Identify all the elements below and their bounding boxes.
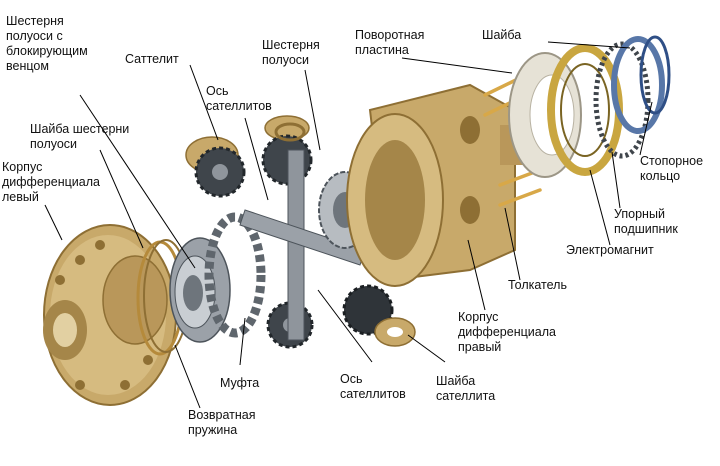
- label-washer: Шайба: [482, 28, 522, 42]
- label-thrust-bearing: Упорный подшипник: [614, 207, 678, 236]
- axle-gear-with-locking-crown: [169, 237, 231, 343]
- leader-lines: [44, 41, 653, 409]
- label-rotary-plate: Поворотная пластина: [355, 28, 425, 57]
- label-differential-case-left: Корпус дифференциала левый: [2, 160, 100, 204]
- label-return-spring: Возвратная пружина: [188, 408, 256, 437]
- axle-gear-washer: [274, 122, 306, 142]
- label-satellite-axle-top: Ось сателлитов: [206, 84, 272, 113]
- thrust-bearing: [593, 41, 651, 159]
- label-satellite-washer: Шайба сателлита: [436, 374, 496, 403]
- label-satellite-axle-bottom: Ось сателлитов: [340, 372, 406, 401]
- washer-and-retaining-ring: [611, 35, 671, 134]
- label-axle-gear-washer: Шайба шестерни полуоси: [30, 122, 130, 151]
- satellite-gear-bottom-right: [342, 284, 416, 347]
- label-satellite: Саттелит: [125, 52, 179, 66]
- label-pusher: Толкатель: [508, 278, 567, 292]
- label-electromagnet: Электромагнит: [566, 243, 654, 257]
- right-differential-case: [346, 83, 528, 287]
- electromagnet: [547, 44, 623, 176]
- label-axle-gear: Шестерня полуоси: [262, 38, 320, 67]
- left-differential-case: [43, 224, 177, 406]
- label-retaining-ring: Стопорное кольцо: [640, 154, 704, 183]
- clutch-ring: [204, 212, 266, 338]
- rotary-plate: [508, 52, 582, 178]
- satellite-axle-cross: [239, 149, 366, 341]
- satellite-gear-top: [185, 136, 246, 198]
- label-differential-case-right: Корпус дифференциала правый: [458, 310, 556, 354]
- label-axle-gear-locking: Шестерня полуоси с блокирующим венцом: [6, 14, 88, 73]
- label-clutch: Муфта: [220, 376, 260, 390]
